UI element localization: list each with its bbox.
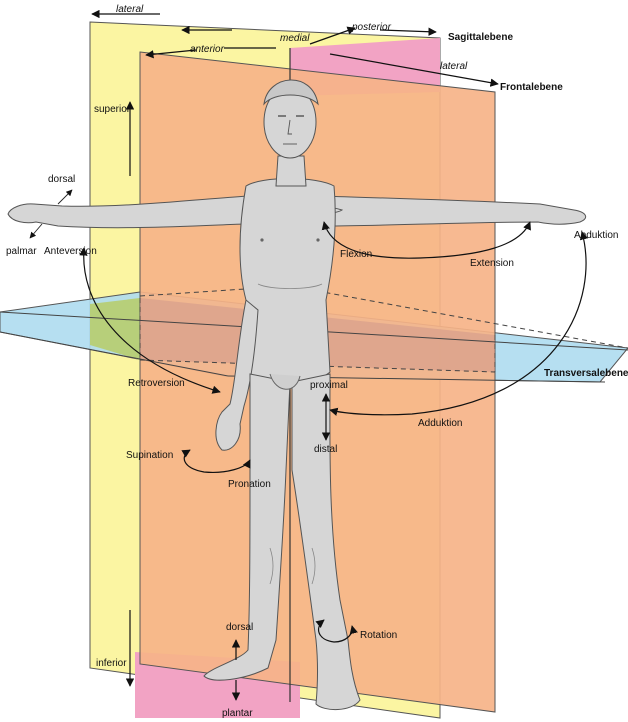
label-transverse-plane: Transversalebene (544, 368, 628, 379)
label-plantar: plantar (222, 708, 253, 719)
label-flexion: Flexion (340, 249, 372, 260)
label-medial: medial (280, 33, 310, 44)
label-retroversion: Retroversion (128, 378, 185, 389)
label-lateral-right: lateral (440, 61, 468, 72)
label-palmar: palmar (6, 246, 37, 257)
label-posterior: posterior (351, 22, 392, 33)
label-lateral-top: lateral (116, 4, 144, 15)
label-frontal-plane: Frontalebene (500, 82, 563, 93)
label-superior: superior (94, 104, 131, 115)
label-abduktion: Abduktion (574, 230, 618, 241)
label-dorsal-hand: dorsal (48, 174, 75, 185)
label-pronation: Pronation (228, 479, 271, 490)
label-inferior: inferior (96, 658, 127, 669)
label-distal: distal (314, 444, 337, 455)
label-proximal: proximal (310, 380, 348, 391)
label-sagittal-plane: Sagittalebene (448, 32, 513, 43)
direction-arrow (58, 190, 72, 204)
label-dorsal-foot: dorsal (226, 622, 253, 633)
label-adduktion: Adduktion (418, 418, 462, 429)
label-rotation: Rotation (360, 630, 397, 641)
label-supination: Supination (126, 450, 173, 461)
direction-arrow (30, 224, 42, 238)
label-anterior: anterior (190, 44, 225, 55)
label-anteversion: Anteversion (44, 246, 97, 257)
label-extension: Extension (470, 258, 514, 269)
